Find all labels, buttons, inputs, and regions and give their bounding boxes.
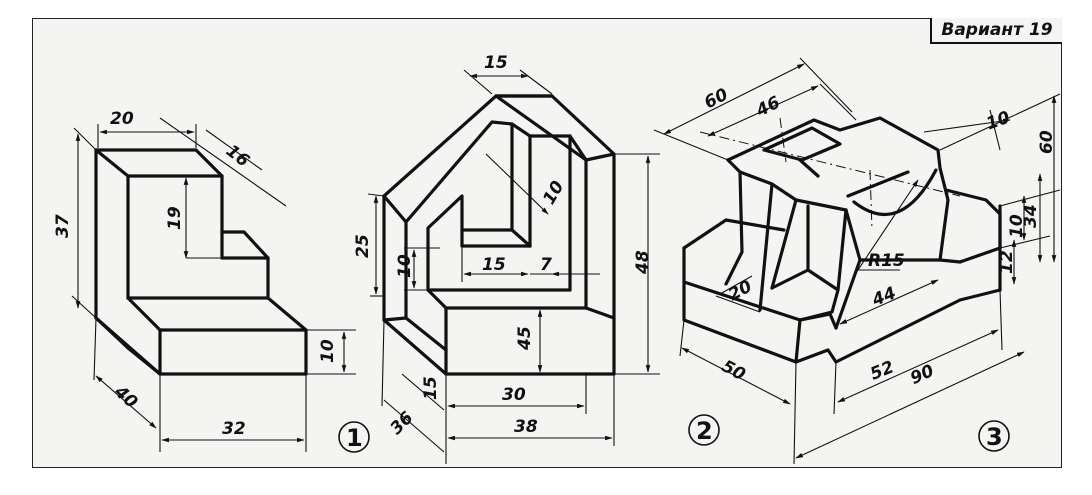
- variant-title-box: Вариант 19: [930, 18, 1062, 44]
- figure-2-pentagon-frame: 15 25 10 10 15 7 48 45 15 30 36 38 2: [353, 53, 720, 464]
- figure-2-number: 2: [696, 417, 713, 445]
- fig3-dim-step-height: 10: [1007, 214, 1027, 238]
- fig2-dim-post-width: 7: [540, 255, 552, 275]
- fig1-dim-height: 37: [53, 214, 73, 238]
- fig2-dim-total-height: 48: [633, 250, 653, 275]
- figure-3-number: 3: [986, 423, 1003, 451]
- figure-1-l-bracket: 20 16 37 19 10 40 32 1: [53, 109, 370, 453]
- fig3-dim-mid-height: 34: [1021, 204, 1041, 228]
- figure-1-number: 1: [346, 424, 363, 452]
- fig2-dim-base-height: 45: [515, 326, 535, 351]
- fig3-dim-base-thickness: 12: [997, 250, 1017, 274]
- fig2-dim-side-height: 25: [353, 234, 373, 258]
- variant-label: Вариант: [941, 20, 1023, 40]
- fig2-dim-wall-thickness: 10: [539, 178, 568, 209]
- fig2-dim-window-width: 15: [482, 255, 506, 275]
- fig2-dim-depth: 36: [387, 408, 418, 439]
- fig3-dim-total-height: 60: [1037, 130, 1057, 154]
- fig2-dim-top-width: 15: [484, 53, 508, 73]
- figure-3-block-with-slot: 60 46 10 60 34 10 12 R15 44 20 50 52 90 …: [653, 57, 1061, 465]
- fig2-dim-inner-length: 30: [502, 385, 526, 405]
- fig1-dim-inner-height: 19: [165, 206, 185, 230]
- fig1-dim-base-height: 10: [318, 339, 338, 363]
- fig2-dim-window-sill: 10: [395, 254, 415, 278]
- fig1-dim-length: 32: [222, 419, 246, 439]
- fig1-dim-depth: 40: [109, 381, 141, 412]
- fig3-dim-length: 90: [907, 361, 937, 389]
- fig3-dim-radius: R15: [868, 251, 905, 271]
- fig2-dim-length: 38: [514, 417, 538, 437]
- fig3-dim-slot-width: 10: [984, 107, 1013, 134]
- fig3-dim-depth: 50: [718, 356, 748, 385]
- fig3-dim-slot-length: 46: [752, 93, 783, 122]
- fig3-dim-overall-top: 60: [701, 85, 731, 114]
- fig1-dim-depth-top: 16: [222, 141, 253, 171]
- variant-number: 19: [1028, 20, 1053, 40]
- fig3-dim-inner-length: 52: [868, 357, 897, 384]
- fig2-dim-offset: 15: [421, 376, 441, 400]
- fig1-dim-width-top: 20: [110, 109, 134, 129]
- fig3-dim-face-width: 44: [869, 283, 899, 311]
